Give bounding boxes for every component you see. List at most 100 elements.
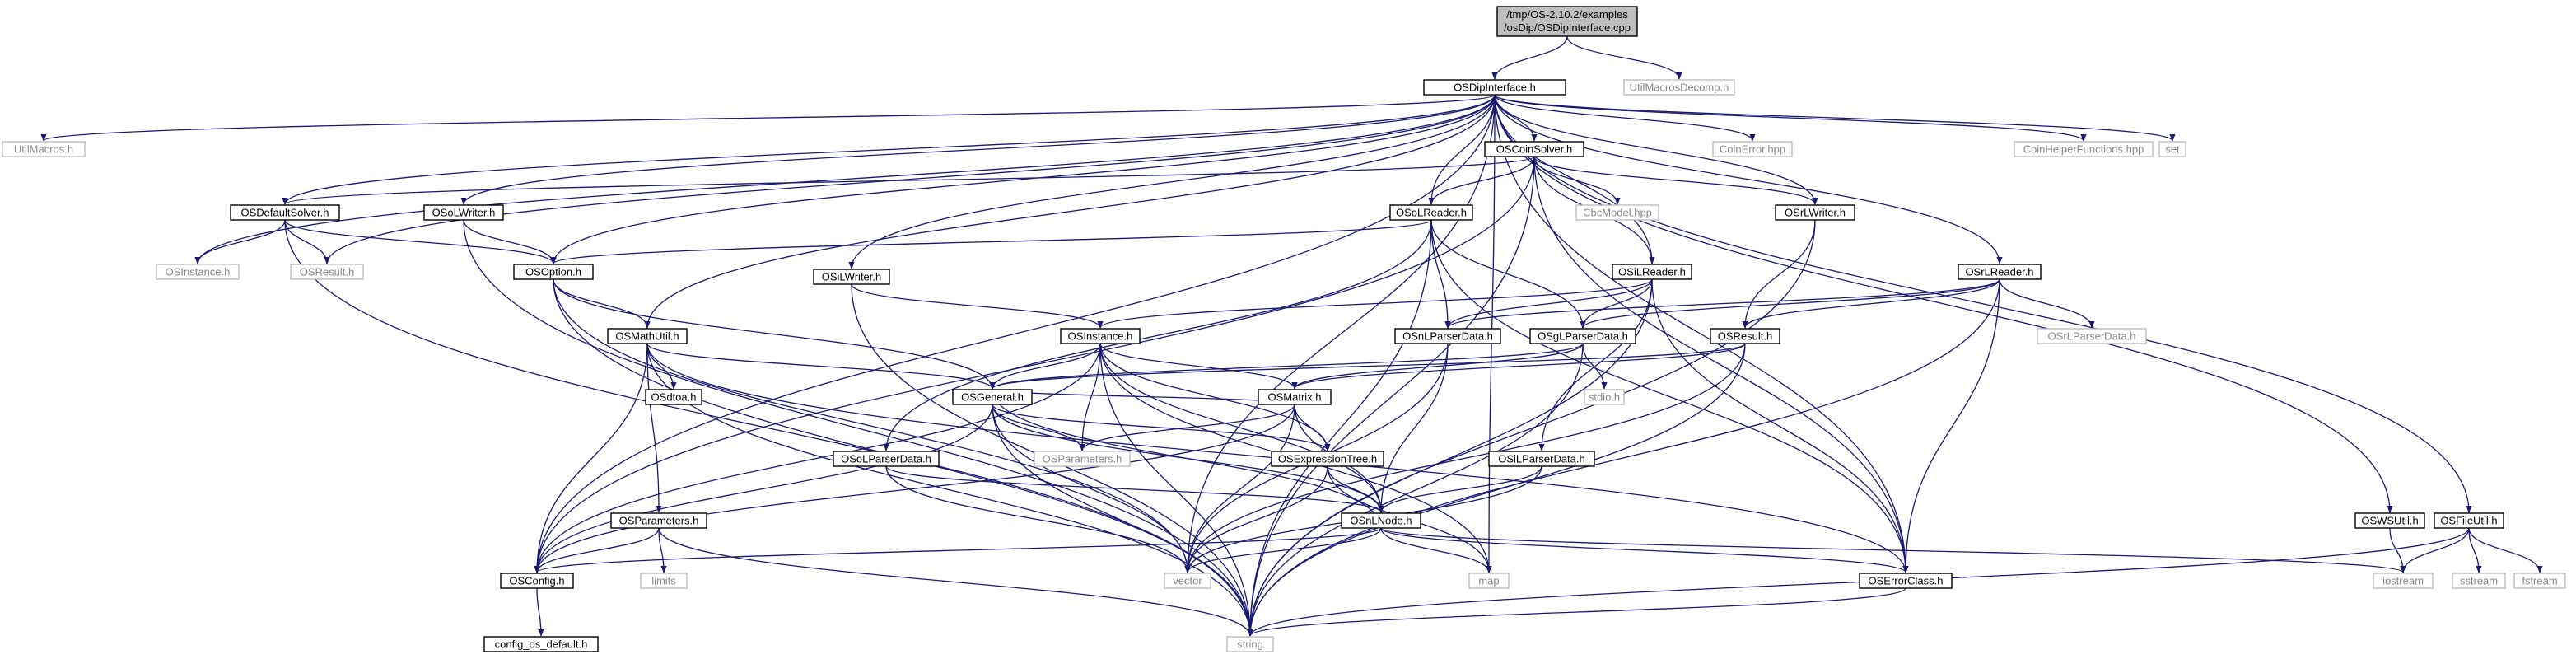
edge-OSgLParserData-to-string — [1247, 343, 1584, 637]
node-label-OSInstanceLeaf: OSInstance.h — [166, 265, 231, 278]
node-OSoLReader[interactable]: OSoLReader.h — [1389, 204, 1473, 221]
edge-OSnLNode-to-OSConfig — [534, 527, 1382, 573]
edge-OSoLWriter-to-OSOption — [463, 219, 557, 264]
node-OSExpressionTree[interactable]: OSExpressionTree.h — [1271, 451, 1384, 467]
edge-OSDefaultSolver-to-string — [284, 219, 1253, 637]
node-box-OSrLParserData — [2037, 328, 2147, 344]
node-box-OSCoinSolver — [1484, 141, 1584, 157]
node-OSResultLeaf: OSResult.h — [290, 264, 364, 280]
node-CoinHelperFunctions: CoinHelperFunctions.hpp — [2014, 141, 2154, 157]
node-label-OSiLParserData: OSiLParserData.h — [1498, 452, 1585, 465]
edge-OSMathUtil-to-OSGeneral — [646, 343, 996, 390]
node-OSWSUtil[interactable]: OSWSUtil.h — [2354, 512, 2425, 529]
node-label-OSnLNode: OSnLNode.h — [1350, 514, 1412, 526]
node-label-OSgLParserData: OSgLParserData.h — [1538, 330, 1628, 342]
node-box-limits — [640, 573, 688, 589]
edge-OSInstance-to-OSParametersLeaf — [1079, 343, 1101, 451]
edge-OSnLNode-to-OSErrorClass — [1380, 527, 1909, 573]
node-box-OSParameters — [610, 512, 707, 529]
node-OSoLParserData[interactable]: OSoLParserData.h — [833, 451, 940, 467]
node-box-OSiLParserData — [1488, 451, 1595, 467]
edge-OSOption-to-vector — [553, 278, 1191, 573]
node-UtilMacrosDecomp: UtilMacrosDecomp.h — [1623, 79, 1735, 96]
node-root[interactable]: /tmp/OS-2.10.2/examples/osDip/OSDipInter… — [1496, 6, 1638, 37]
node-OSoLWriter[interactable]: OSoLWriter.h — [423, 204, 504, 221]
node-OSOption[interactable]: OSOption.h — [513, 264, 594, 280]
node-OSConfig[interactable]: OSConfig.h — [500, 573, 574, 589]
edge-OSDipInterface-to-set — [1494, 94, 2176, 142]
node-box-fstream — [2513, 573, 2566, 589]
node-box-map — [1468, 573, 1510, 589]
node-box-OSdtoa — [645, 389, 702, 405]
edge-OSDipInterface-to-OSrLWriter — [1494, 94, 1818, 205]
node-OSdtoa[interactable]: OSdtoa.h — [645, 389, 702, 405]
edge-OSrLReader-to-OSnLParserData — [1444, 278, 2000, 329]
edge-OSResult-to-OSGeneral — [989, 343, 1746, 390]
node-limits: limits — [640, 573, 688, 589]
node-box-OSnLParserData — [1394, 328, 1501, 344]
node-label-OSoLParserData: OSoLParserData.h — [841, 452, 931, 465]
node-box-CoinError — [1712, 141, 1793, 157]
edge-OSiLReader-to-OSiLParserData — [1538, 278, 1653, 451]
node-OSrLWriter[interactable]: OSrLWriter.h — [1775, 204, 1855, 221]
edge-OSOption-to-OSMathUtil — [553, 278, 651, 329]
node-OSCoinSolver[interactable]: OSCoinSolver.h — [1484, 141, 1584, 157]
node-OSiLReader[interactable]: OSiLReader.h — [1612, 264, 1692, 280]
node-OSResult[interactable]: OSResult.h — [1710, 328, 1780, 344]
node-OSMatrix[interactable]: OSMatrix.h — [1258, 389, 1332, 405]
node-OSiLWriter[interactable]: OSiLWriter.h — [813, 269, 890, 285]
edge-OSnLParserData-to-OSnLNode — [1378, 343, 1449, 513]
edge-OSGeneral-to-OSConfig — [534, 404, 993, 573]
node-label-OSConfig: OSConfig.h — [509, 574, 564, 587]
node-label-OSOption: OSOption.h — [525, 265, 581, 278]
edge-OSiLReader-to-OSnLParserData — [1444, 278, 1653, 329]
node-OSGeneral[interactable]: OSGeneral.h — [952, 389, 1033, 405]
node-label-iostream: iostream — [2382, 574, 2424, 587]
edge-OSDipInterface-to-OSDefaultSolver — [282, 94, 1496, 205]
node-OSDipInterface[interactable]: OSDipInterface.h — [1423, 79, 1566, 96]
node-OSnLNode[interactable]: OSnLNode.h — [1341, 512, 1421, 529]
edge-OSErrorClass-to-string — [1247, 587, 1906, 637]
edge-OSDefaultSolver-to-OSInstanceLeaf — [194, 219, 286, 264]
edge-OSDipInterface-to-OSInstanceLeaf — [194, 94, 1496, 264]
node-OSgLParserData[interactable]: OSgLParserData.h — [1529, 328, 1636, 344]
node-label-OSDefaultSolver: OSDefaultSolver.h — [241, 206, 329, 218]
node-OSFileUtil[interactable]: OSFileUtil.h — [2434, 512, 2504, 529]
node-box-CbcModel — [1575, 204, 1659, 221]
edge-OSMatrix-to-OSParametersLeaf — [1079, 404, 1295, 451]
node-label-CoinHelperFunctions: CoinHelperFunctions.hpp — [2023, 143, 2144, 155]
node-OSnLParserData[interactable]: OSnLParserData.h — [1394, 328, 1501, 344]
edge-OSInstance-to-string — [1099, 343, 1253, 637]
node-OSrLParserData: OSrLParserData.h — [2037, 328, 2147, 344]
edge-OSMatrix-to-OSExpressionTree — [1294, 404, 1331, 451]
node-OSInstance[interactable]: OSInstance.h — [1060, 328, 1141, 344]
edge-OSoLParserData-to-OSnLNode — [885, 465, 1384, 513]
node-box-OSInstance — [1060, 328, 1141, 344]
node-OSErrorClass[interactable]: OSErrorClass.h — [1859, 573, 1953, 589]
node-label-OSErrorClass: OSErrorClass.h — [1868, 574, 1943, 587]
edge-OSoLReader-to-string — [1247, 219, 1432, 637]
edge-OSDefaultSolver-to-OSOption — [284, 219, 557, 264]
edge-OSResult-to-vector — [1184, 343, 1746, 573]
node-OSParameters[interactable]: OSParameters.h — [610, 512, 707, 529]
edge-OSGeneral-to-vector — [992, 404, 1191, 573]
node-OSMathUtil[interactable]: OSMathUtil.h — [607, 328, 688, 344]
node-OSDefaultSolver[interactable]: OSDefaultSolver.h — [230, 204, 340, 221]
edge-OSDipInterface-to-UtilMacros — [40, 94, 1496, 142]
node-CbcModel: CbcModel.hpp — [1575, 204, 1659, 221]
edge-OSOption-to-OSGeneral — [553, 278, 996, 390]
node-label-CbcModel: CbcModel.hpp — [1583, 206, 1652, 218]
node-label-OSParameters: OSParameters.h — [619, 514, 699, 526]
node-label-OSrLParserData: OSrLParserData.h — [2048, 330, 2136, 342]
node-box-OSResultLeaf — [290, 264, 364, 280]
node-label-OSdtoa: OSdtoa.h — [651, 390, 697, 403]
node-config_os_default[interactable]: config_os_default.h — [483, 636, 599, 652]
node-OSiLParserData[interactable]: OSiLParserData.h — [1488, 451, 1595, 467]
node-OSrLReader[interactable]: OSrLReader.h — [1958, 264, 2042, 280]
node-box-OSParametersLeaf — [1034, 451, 1131, 467]
node-label-OSnLParserData: OSnLParserData.h — [1402, 330, 1493, 342]
edge-OSrLWriter-to-OSResult — [1742, 219, 1816, 329]
edge-OSInstance-to-OSMatrix — [1099, 343, 1298, 390]
edge-OSCoinSolver-to-OSrLWriter — [1533, 156, 1818, 205]
node-box-OSrLReader — [1958, 264, 2042, 280]
